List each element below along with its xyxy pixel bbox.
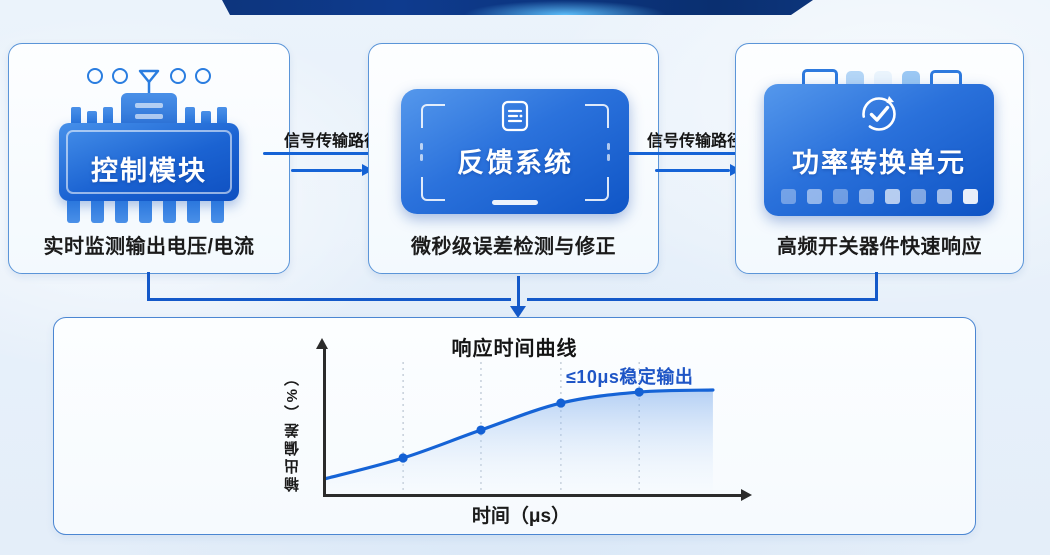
bottom-bar [492,200,538,205]
arrow-line [655,169,730,172]
data-point [556,398,566,408]
chip-inner-frame [66,130,232,194]
node-caption: 高频开关器件快速响应 [777,236,982,258]
node-card-control-module: 控制模块 实时监测输出电压/电流 [8,43,290,274]
connector-drop-left [147,272,150,300]
dot-icon [170,68,186,84]
arrow-line [628,152,756,155]
node-caption: 微秒级误差检测与修正 [411,236,616,258]
data-point [634,387,644,397]
node-card-feedback-system: 反馈系统 微秒级误差检测与修正 [368,43,659,274]
connector-label: 信号传输路径 [646,133,743,150]
arrow-line [291,169,362,172]
corner-bracket-icon [585,177,609,201]
chip-icon: 控制模块 [59,123,239,201]
y-axis-label: 输出偏差（%） [284,368,301,493]
node-title: 反馈系统 [457,148,573,178]
dot-icon [112,68,128,84]
module-tab [874,71,892,84]
feedback-button: 反馈系统 [401,89,629,214]
x-axis [323,494,743,497]
x-axis-label: 时间（μs） [471,506,571,527]
dot-icon [195,68,211,84]
dot-icon [87,68,103,84]
connector-label: 信号传输路径 [283,133,380,150]
corner-bracket-icon [421,104,445,128]
data-point [476,425,486,435]
down-arrow-head-icon [510,306,526,318]
response-curve-plot [323,362,715,495]
arrow-line [263,152,389,155]
connector-drop-center [517,276,520,307]
connector-drop-right [875,272,878,300]
corner-bracket-icon [585,104,609,128]
module-tab [930,70,962,87]
chip-antenna-dots [9,68,289,94]
response-chart-panel: 响应时间曲线 输出偏差（%） ≤10μs稳定输出 时间（μs） [53,317,976,535]
document-icon [501,100,529,132]
vent-bar [135,103,163,108]
module-tab [802,69,838,87]
power-button: 功率转换单元 [764,84,994,216]
connector-horizontal-left [147,298,511,301]
corner-bracket-icon [421,177,445,201]
top-banner-ribbon [222,0,813,15]
arrow-head-icon [362,164,373,176]
vent-bar [135,114,163,119]
connector-horizontal-right [527,298,878,301]
chart-title: 响应时间曲线 [451,338,578,360]
module-cells [764,189,994,204]
area-fill [324,390,713,495]
node-title: 控制模块 [91,156,207,186]
module-tab [902,71,920,84]
check-cycle-icon [862,96,896,131]
funnel-icon [138,69,160,94]
module-tab [846,71,864,84]
chart-annotation: ≤10μs稳定输出 [566,367,694,387]
node-caption: 实时监测输出电压/电流 [43,236,255,258]
y-axis-arrow-icon [316,338,328,349]
x-axis-arrow-icon [741,489,752,501]
data-point [398,453,408,463]
node-card-power-unit: 功率转换单元 高频开关器件快速响应 [735,43,1024,274]
node-title: 功率转换单元 [792,148,966,178]
y-axis [323,348,326,496]
